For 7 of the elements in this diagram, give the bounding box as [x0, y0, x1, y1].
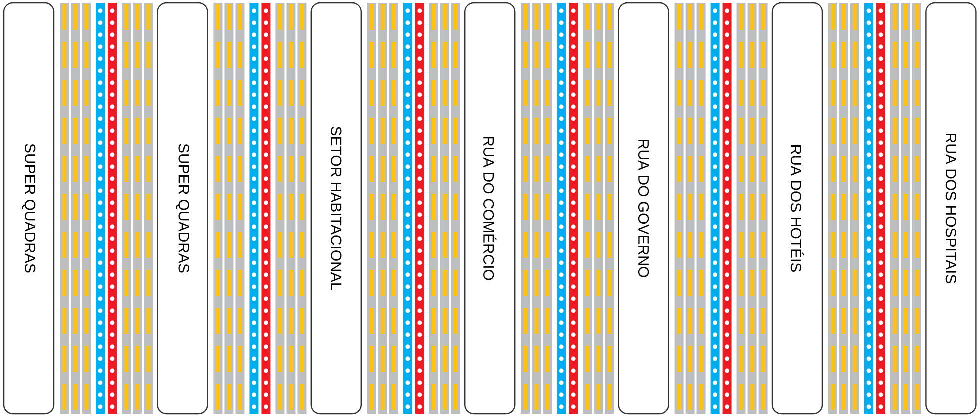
- label-box: SUPER QUADRAS: [3, 2, 55, 415]
- label-box: SUPER QUADRAS: [157, 2, 208, 415]
- label-box: RUA DOS HOSPITAIS: [926, 2, 977, 415]
- label-box: RUA DOS HOTÉIS: [772, 2, 824, 415]
- label-box: RUA DO COMÉRCIO: [464, 2, 516, 415]
- label-box: RUA DO GOVERNO: [618, 2, 670, 415]
- label-box: SETOR HABITACIONAL: [310, 2, 362, 415]
